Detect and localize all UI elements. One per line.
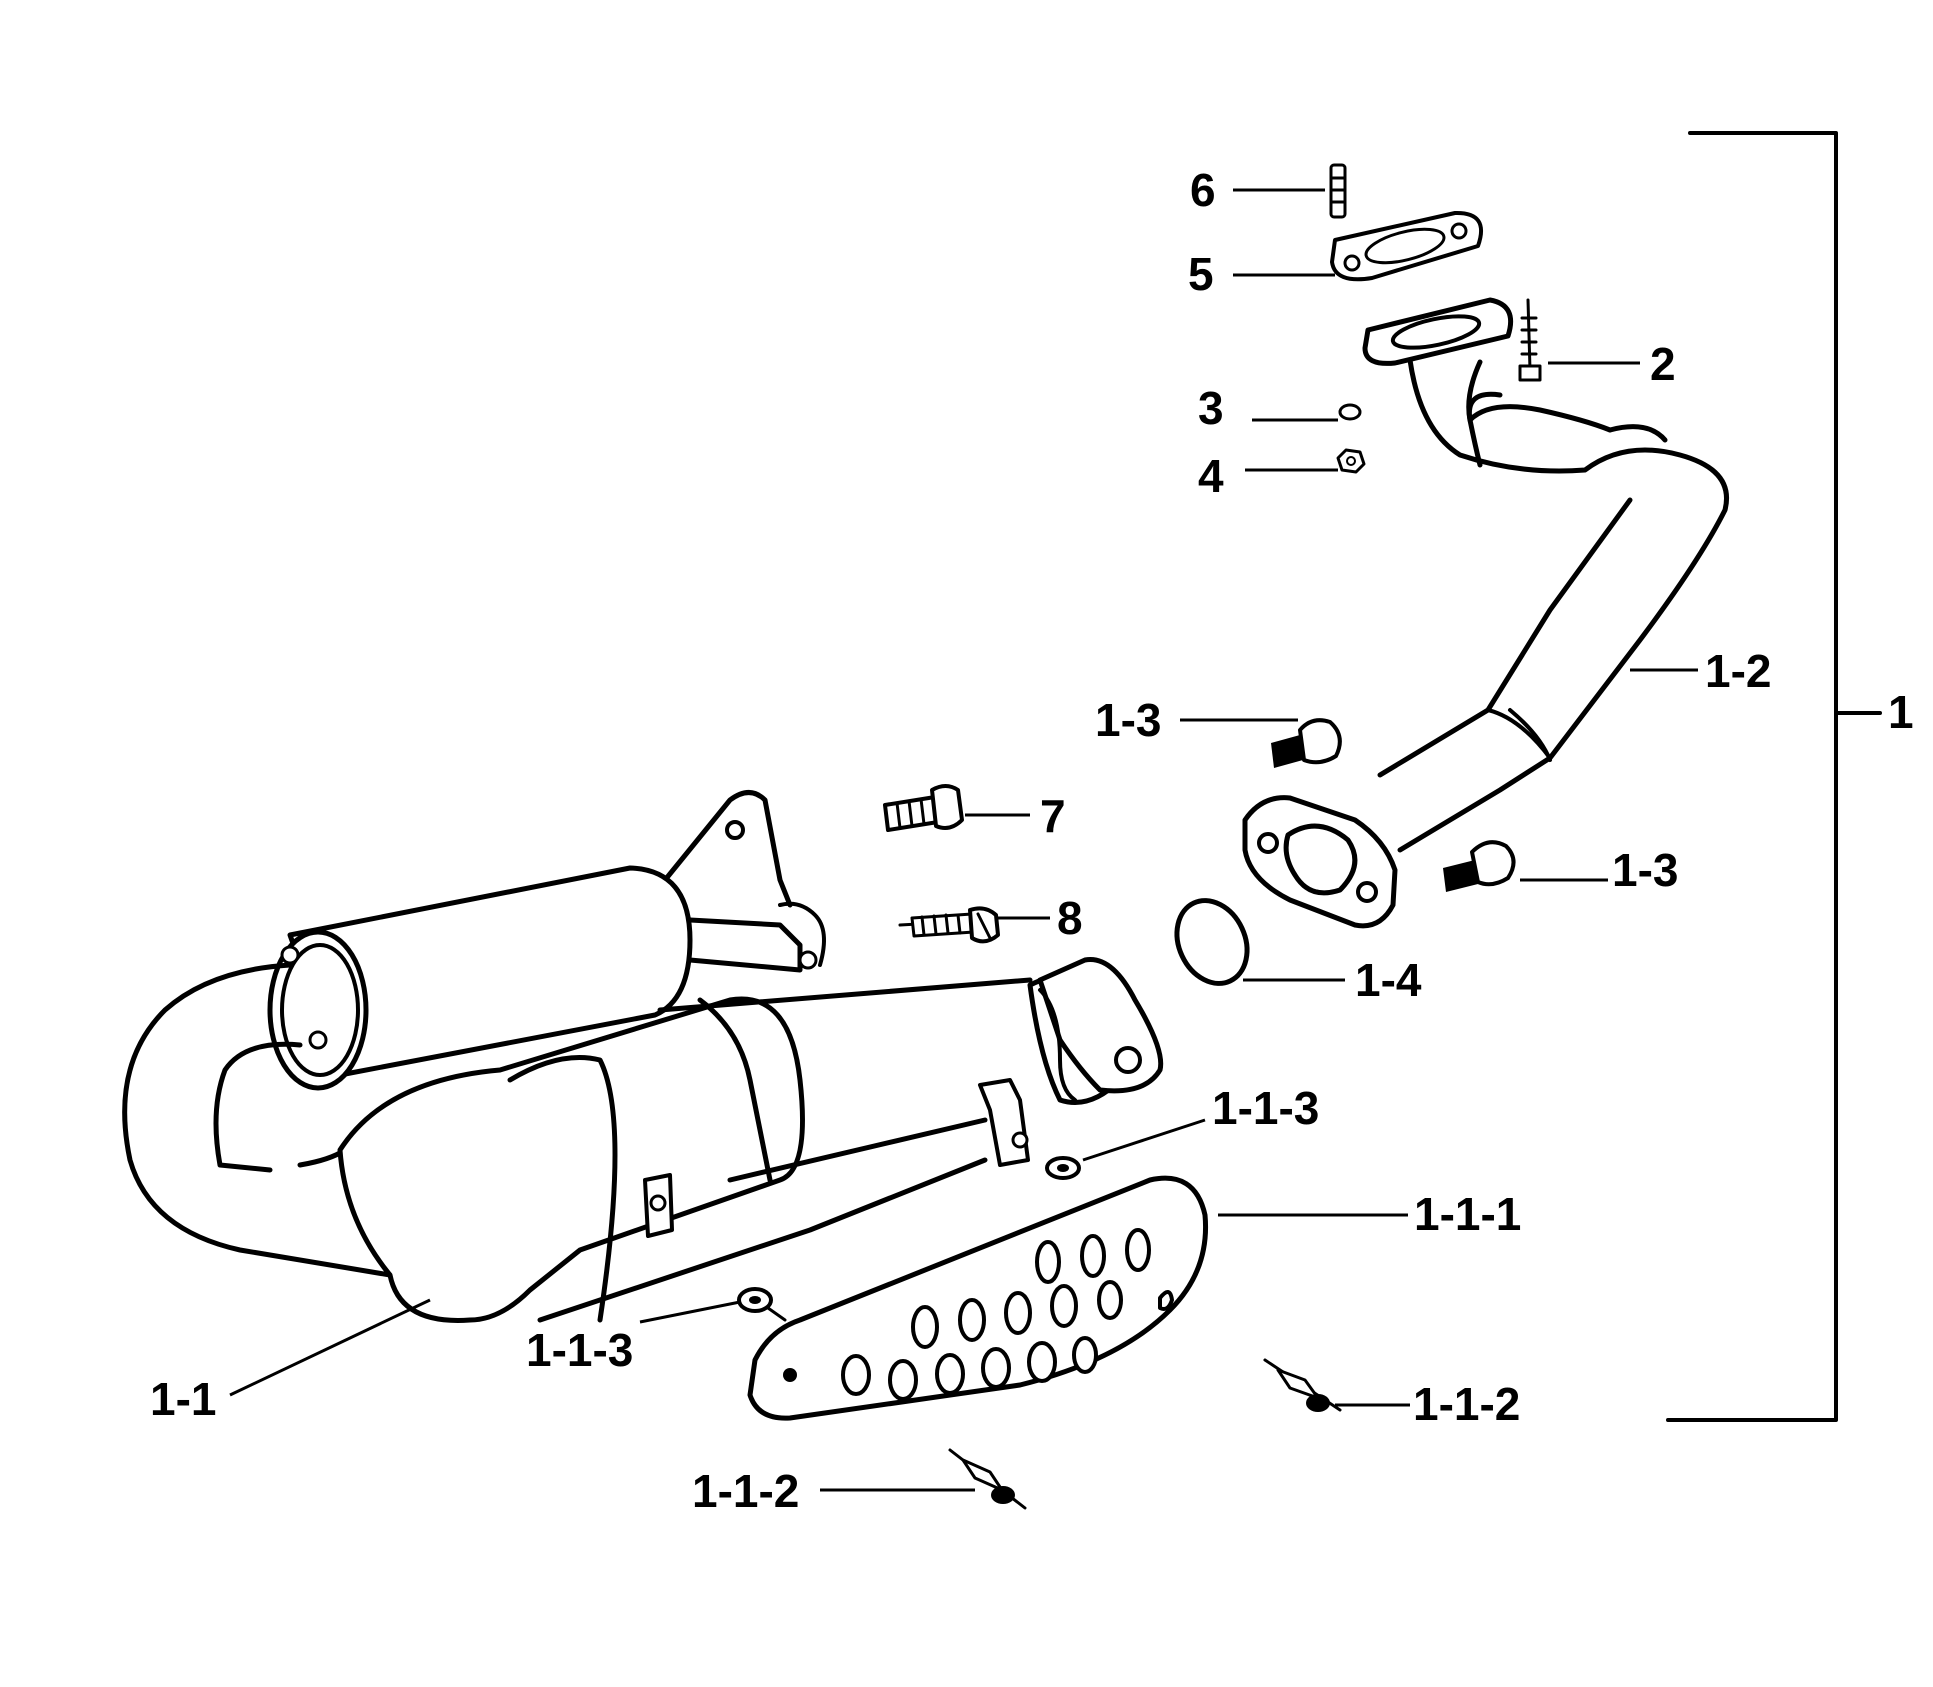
label-4: 4: [1198, 450, 1224, 502]
exhaust-pipe-part: [1242, 297, 1729, 929]
callout-labels: 1 2 3 4 5 6 7 8 1-2 1-3 1-3 1-4 1-1-3 1-…: [150, 164, 1914, 1517]
nut-part: [1336, 448, 1366, 474]
label-1-3-lower: 1-3: [1612, 844, 1678, 896]
label-7: 7: [1040, 790, 1066, 842]
screw-part: [1518, 298, 1542, 382]
label-1-4: 1-4: [1355, 954, 1422, 1006]
label-2: 2: [1650, 338, 1676, 390]
heat-shield-screw-part: [948, 1448, 1027, 1510]
washer-part: [1338, 403, 1362, 421]
heat-shield-washer-part: [737, 1287, 787, 1322]
label-1-3-upper: 1-3: [1095, 694, 1161, 746]
label-1-1-2-bottom: 1-1-2: [692, 1465, 799, 1517]
flange-bolt-part: [1271, 718, 1342, 768]
label-1-1-2-right: 1-1-2: [1413, 1378, 1520, 1430]
assembly-bracket: [1666, 131, 1882, 1422]
muffler-part: [122, 790, 1164, 1323]
heat-shield-part: [747, 1175, 1209, 1421]
label-1-1-1: 1-1-1: [1414, 1188, 1521, 1240]
ring-gasket-part: [1174, 898, 1250, 986]
label-3: 3: [1198, 382, 1224, 434]
heat-shield-vent-holes: [783, 1228, 1174, 1401]
label-6: 6: [1190, 164, 1216, 216]
label-8: 8: [1057, 892, 1083, 944]
label-5: 5: [1188, 248, 1214, 300]
heat-shield-screw-part: [1263, 1358, 1342, 1412]
bolt-part: [898, 906, 1000, 944]
gasket-part: [1330, 210, 1484, 282]
label-1-1-3-upper: 1-1-3: [1212, 1082, 1319, 1134]
label-1-1-3-lower: 1-1-3: [526, 1324, 633, 1376]
bolt-part: [883, 784, 964, 832]
stud-bolt-part: [1329, 163, 1347, 219]
flange-bolt-part: [1443, 840, 1516, 892]
label-1-1: 1-1: [150, 1373, 216, 1425]
heat-shield-washer-part: [1045, 1156, 1081, 1180]
leader-lines: [229, 188, 1698, 1492]
label-1: 1: [1888, 686, 1914, 738]
label-1-2: 1-2: [1705, 645, 1771, 697]
